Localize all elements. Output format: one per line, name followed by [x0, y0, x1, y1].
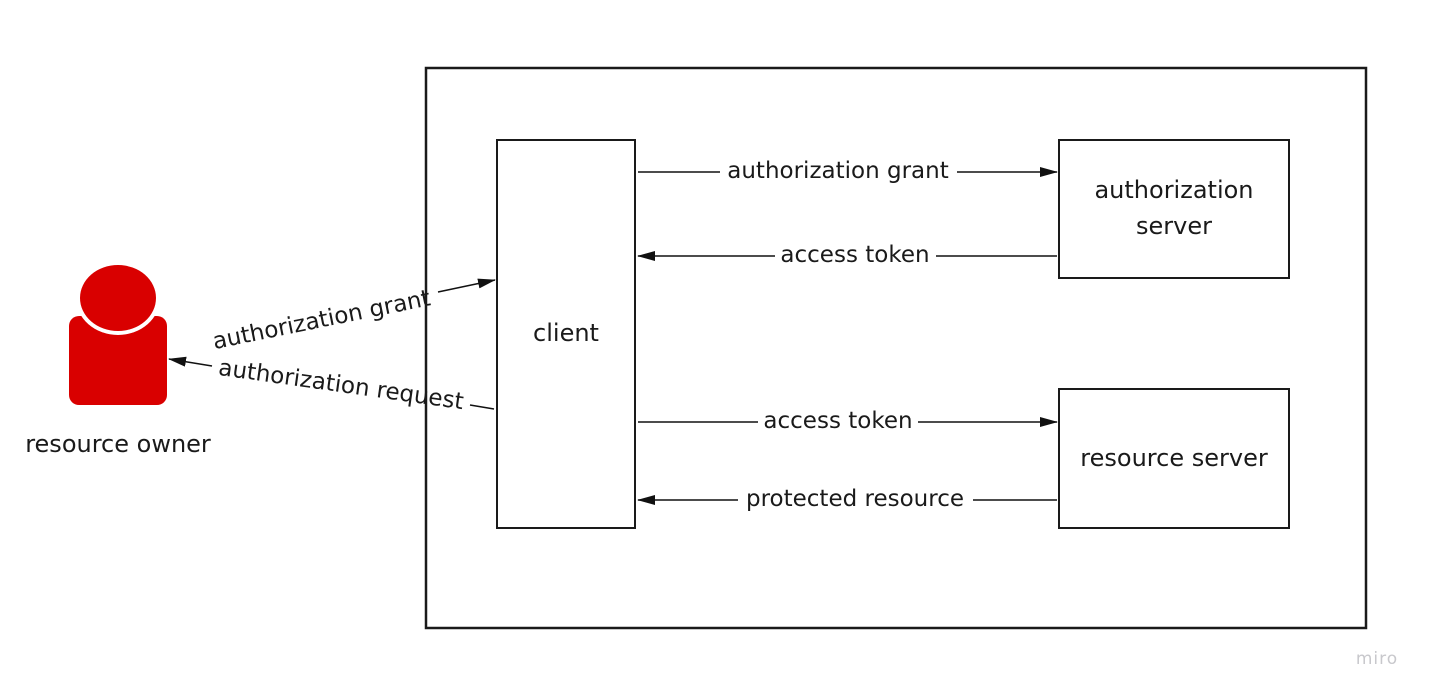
edge-label-access-token-return: access token — [780, 242, 929, 268]
edge-label-owner-authorization-grant: authorization grant — [211, 285, 433, 355]
person-icon — [69, 261, 167, 405]
authorization-server-box — [1058, 139, 1290, 279]
edge-client-to-resource-server: access token — [638, 408, 1058, 434]
edge-client-to-authorization-server: authorization grant — [638, 158, 1058, 184]
edge-client-to-owner: authorization request — [168, 355, 495, 415]
resource-server-box — [1058, 388, 1290, 529]
edge-label-authorization-request: authorization request — [217, 355, 465, 415]
resource-server-label: resource server — [1080, 444, 1268, 472]
edge-owner-to-client: authorization grant — [211, 278, 496, 355]
miro-watermark: miro — [1356, 649, 1398, 669]
client-label: client — [533, 319, 599, 347]
edge-label-protected-resource: protected resource — [746, 486, 964, 512]
system-boundary — [424, 66, 1368, 630]
edge-label-authorization-grant: authorization grant — [727, 158, 948, 184]
edge-label-access-token: access token — [763, 408, 912, 434]
resource-owner-label: resource owner — [25, 430, 211, 458]
authorization-server-label-line2: server — [1136, 212, 1212, 240]
client-box — [496, 139, 636, 529]
edge-authorization-server-to-client: access token — [637, 242, 1057, 268]
authorization-server-label-line1: authorization — [1094, 176, 1253, 204]
edge-resource-server-to-client: protected resource — [637, 486, 1057, 512]
